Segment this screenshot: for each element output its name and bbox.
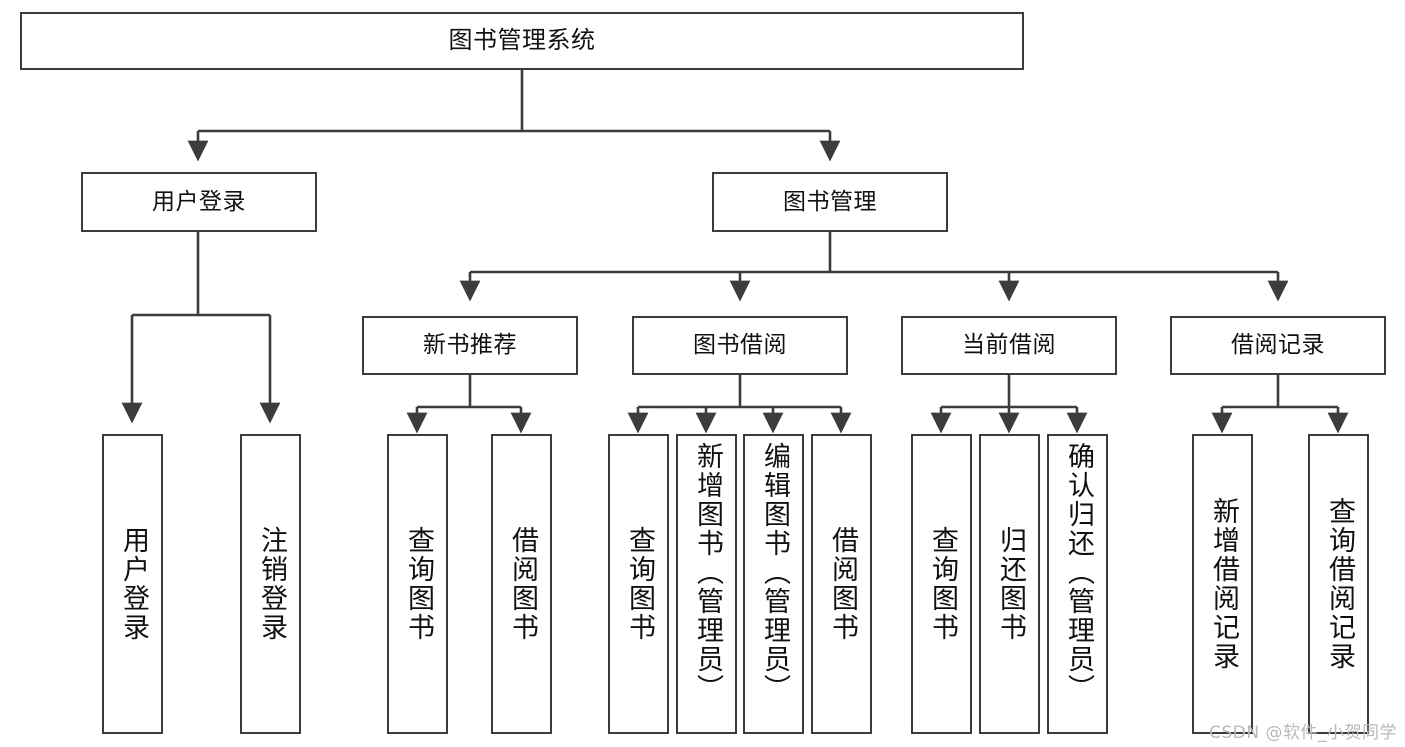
- node-label: 借阅图书: [826, 526, 858, 642]
- node-label: 查询图书: [623, 526, 655, 642]
- node-leaf-edit-book-admin[interactable]: 编辑图书（管理员）: [743, 434, 804, 734]
- node-label: 确认归还（管理员）: [1062, 442, 1094, 703]
- node-borrowing-record[interactable]: 借阅记录: [1170, 316, 1386, 375]
- node-label: 新增借阅记录: [1207, 497, 1239, 671]
- node-leaf-add-borrow-record[interactable]: 新增借阅记录: [1192, 434, 1253, 734]
- node-label: 当前借阅: [962, 332, 1056, 359]
- node-user-login[interactable]: 用户登录: [81, 172, 317, 232]
- node-label: 新书推荐: [423, 332, 517, 359]
- node-leaf-borrow-books-new[interactable]: 借阅图书: [491, 434, 552, 734]
- node-book-borrowing[interactable]: 图书借阅: [632, 316, 848, 375]
- node-root-book-management-system[interactable]: 图书管理系统: [20, 12, 1024, 70]
- node-new-book-recommendation[interactable]: 新书推荐: [362, 316, 578, 375]
- node-label: 查询图书: [926, 526, 958, 642]
- node-label: 新增图书（管理员）: [691, 442, 723, 703]
- node-label: 注销登录: [255, 526, 287, 642]
- node-label: 查询借阅记录: [1323, 497, 1355, 671]
- node-current-borrowing[interactable]: 当前借阅: [901, 316, 1117, 375]
- node-label: 图书管理系统: [448, 26, 596, 55]
- node-label: 查询图书: [402, 526, 434, 642]
- node-leaf-user-login[interactable]: 用户登录: [102, 434, 163, 734]
- node-label: 用户登录: [117, 526, 149, 642]
- node-label: 用户登录: [152, 188, 246, 215]
- node-leaf-return-books[interactable]: 归还图书: [979, 434, 1040, 734]
- node-leaf-add-book-admin[interactable]: 新增图书（管理员）: [676, 434, 737, 734]
- node-leaf-query-books-new[interactable]: 查询图书: [387, 434, 448, 734]
- node-label: 图书借阅: [693, 332, 787, 359]
- node-book-management[interactable]: 图书管理: [712, 172, 948, 232]
- node-leaf-borrow-books[interactable]: 借阅图书: [811, 434, 872, 734]
- node-label: 编辑图书（管理员）: [758, 442, 790, 703]
- node-label: 借阅记录: [1231, 332, 1325, 359]
- node-label: 借阅图书: [506, 526, 538, 642]
- node-leaf-query-books-current[interactable]: 查询图书: [911, 434, 972, 734]
- node-leaf-confirm-return-admin[interactable]: 确认归还（管理员）: [1047, 434, 1108, 734]
- node-label: 归还图书: [994, 526, 1026, 642]
- node-leaf-query-books-borrow[interactable]: 查询图书: [608, 434, 669, 734]
- node-label: 图书管理: [783, 188, 877, 215]
- node-leaf-logout[interactable]: 注销登录: [240, 434, 301, 734]
- node-leaf-query-borrow-record[interactable]: 查询借阅记录: [1308, 434, 1369, 734]
